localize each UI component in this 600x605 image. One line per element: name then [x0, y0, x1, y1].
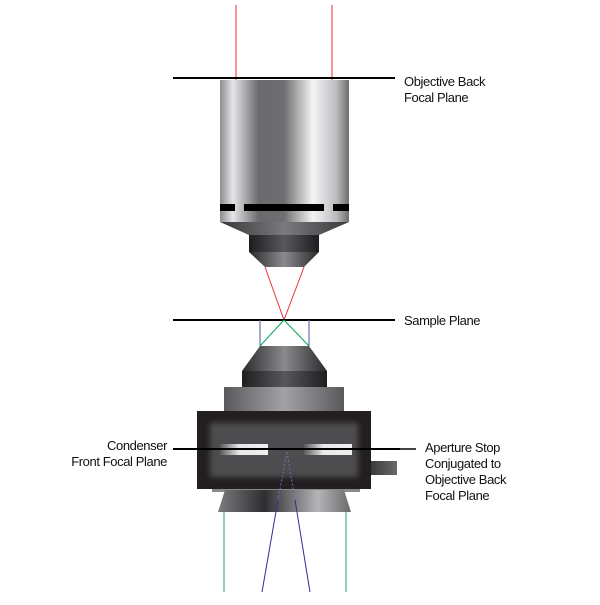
condenser-label-1: Condenser — [107, 438, 168, 453]
objective-cone-left — [264, 266, 285, 321]
illumination-ray-left-inner — [277, 451, 288, 501]
aperture-stop-label-4: Focal Plane — [425, 488, 489, 503]
aperture-stop-label-2: Conjugated to — [425, 456, 501, 471]
aperture-stop-label-3: Objective Back — [425, 472, 507, 487]
condenser-label-2: Front Focal Plane — [71, 454, 167, 469]
sample-ray-right — [283, 319, 310, 347]
sample-plane-label: Sample Plane — [404, 313, 480, 328]
objective-back-focal-plane-label-1: Objective Back — [404, 74, 486, 89]
aperture-knob — [371, 461, 397, 475]
sample-ray-left — [259, 319, 285, 347]
aperture-stop-label-1: Aperture Stop — [425, 440, 500, 455]
condenser — [197, 346, 397, 512]
illumination-ray-left — [261, 499, 279, 593]
objective-back-focal-plane-label-2: Focal Plane — [404, 90, 468, 105]
objective-lens — [220, 80, 349, 267]
illumination-ray-right — [294, 499, 311, 593]
illumination-ray-right-inner — [286, 451, 296, 501]
objective-cone-right — [283, 266, 305, 321]
